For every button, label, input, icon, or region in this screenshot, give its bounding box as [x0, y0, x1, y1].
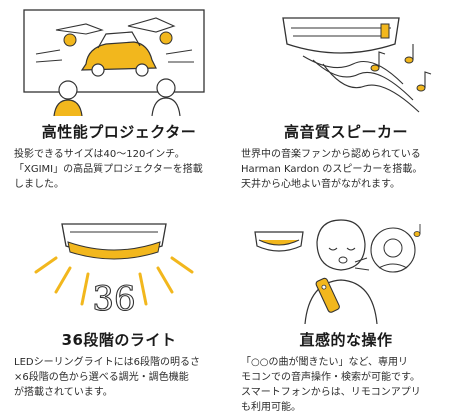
speaker-illustration [282, 17, 432, 113]
feature-control: 直感的な操作 「○○の曲が聞きたい」など、専用リ モコンでの音声操作・検索が可能… [241, 212, 450, 415]
feature-description: 「○○の曲が聞きたい」など、専用リ モコンでの音声操作・検索が可能です。 スマー… [241, 357, 421, 413]
feature-title: 直感的な操作 [299, 331, 393, 349]
remote-control-icon [315, 277, 340, 313]
feature-title: 高音質スピーカー [283, 123, 408, 141]
feature-projector: 高性能プロジェクター 投影できるサイズは40〜120インチ。 「XGIMI」の高… [14, 4, 224, 192]
feature-description: 世界中の音楽ファンから認められている Harman Kardon のスピーカーを… [241, 149, 423, 190]
voice-control-illustration [254, 219, 421, 324]
light-illustration: 36 [34, 223, 194, 320]
feature-speaker: 高音質スピーカー 世界中の音楽ファンから認められている Harman Kardo… [241, 4, 450, 192]
feature-description: LEDシーリングライトには6段階の明るさ ×6段階の色から選べる調光・調色機能 … [14, 357, 200, 398]
feature-title: 36段階のライト [61, 331, 177, 349]
feature-light: 36 36段階のライト LEDシーリングライトには6段階の明るさ ×6段階の色か… [14, 212, 224, 400]
light-level-number: 36 [92, 279, 135, 319]
feature-description: 投影できるサイズは40〜120インチ。 「XGIMI」の高品質プロジェクターを搭… [14, 149, 203, 190]
light-ray-icon [34, 256, 194, 306]
projector-illustration [23, 9, 205, 116]
music-note-icon [370, 44, 432, 92]
feature-title: 高性能プロジェクター [41, 123, 197, 141]
